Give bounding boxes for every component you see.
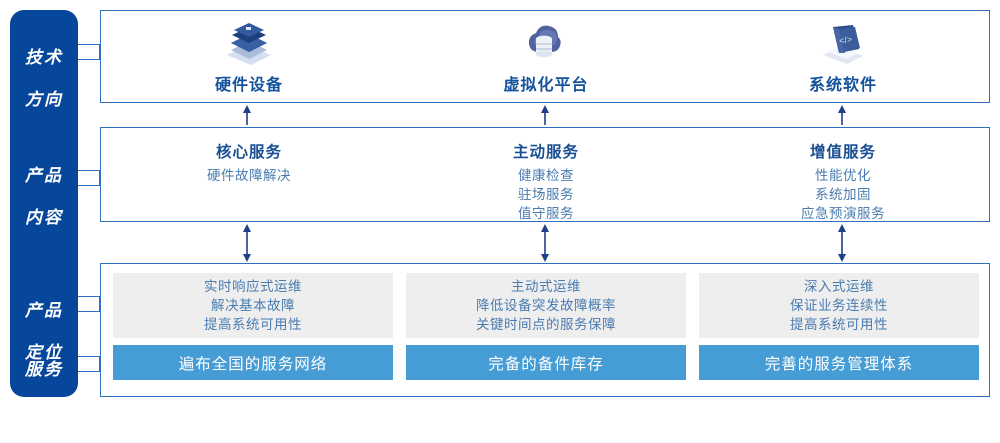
content-column-value-added-service[interactable]: 增值服务 性能优化 系统加固 应急预演服务 bbox=[695, 128, 991, 223]
rail-label-line-1: 产品 bbox=[25, 166, 63, 185]
server-stack-icon bbox=[227, 23, 271, 65]
advantage-bar-spare-parts[interactable]: 完备的备件库存 bbox=[406, 345, 686, 380]
position-line: 解决基本故障 bbox=[211, 298, 295, 313]
connector-advantage-top bbox=[78, 356, 100, 357]
bottom-column-indepth[interactable]: 深入式运维 保证业务连续性 提高系统可用性 完善的服务管理体系 bbox=[699, 273, 979, 380]
rail-label-line-2: 优势 bbox=[25, 402, 63, 421]
content-line: 硬件故障解决 bbox=[207, 168, 291, 183]
arrow-double-virtualization bbox=[541, 224, 549, 262]
content-title-core-service: 核心服务 bbox=[215, 144, 282, 161]
content-line: 系统加固 bbox=[815, 187, 871, 202]
tech-column-system-software[interactable]: </> 系统软件 bbox=[695, 11, 991, 104]
bottom-column-realtime[interactable]: 实时响应式运维 解决基本故障 提高系统可用性 遍布全国的服务网络 bbox=[113, 273, 393, 380]
position-line: 深入式运维 bbox=[804, 279, 874, 294]
rail-label-product-position: 产品 定位 bbox=[10, 279, 78, 384]
rail-label-tech-direction: 技术 方向 bbox=[10, 26, 78, 131]
position-card-indepth: 深入式运维 保证业务连续性 提高系统可用性 bbox=[699, 273, 979, 338]
connector-content-vert bbox=[99, 170, 100, 185]
connector-tech-vert bbox=[99, 44, 100, 59]
rail-label-line-2: 内容 bbox=[25, 208, 63, 227]
content-line: 性能优化 bbox=[815, 168, 871, 183]
content-column-core-service[interactable]: 核心服务 硬件故障解决 bbox=[101, 128, 397, 223]
position-line: 实时响应式运维 bbox=[204, 279, 302, 294]
content-line: 应急预演服务 bbox=[801, 206, 885, 221]
content-line: 值守服务 bbox=[518, 206, 574, 221]
left-rail bbox=[10, 10, 78, 397]
laptop-code-icon: </> bbox=[823, 25, 863, 64]
position-line: 降低设备突发故障概率 bbox=[476, 298, 616, 313]
arrow-up-hardware bbox=[243, 105, 251, 125]
tech-column-hardware[interactable]: 硬件设备 bbox=[101, 11, 397, 104]
position-line: 主动式运维 bbox=[511, 279, 581, 294]
content-line: 驻场服务 bbox=[518, 187, 574, 202]
rail-label-line-2: 方向 bbox=[25, 90, 63, 109]
diagram-root: 技术 方向 产品 内容 产品 定位 服务 优势 bbox=[10, 10, 990, 397]
tech-column-virtualization[interactable]: 虚拟化平台 bbox=[398, 11, 694, 104]
rail-label-line-1: 技术 bbox=[25, 48, 63, 67]
arrow-double-hardware bbox=[243, 224, 251, 262]
rail-label-product-content: 产品 内容 bbox=[10, 144, 78, 249]
advantage-bar-service-network[interactable]: 遍布全国的服务网络 bbox=[113, 345, 393, 380]
position-line: 提高系统可用性 bbox=[790, 317, 888, 332]
tech-label-hardware: 硬件设备 bbox=[214, 77, 283, 94]
position-card-proactive: 主动式运维 降低设备突发故障概率 关键时间点的服务保障 bbox=[406, 273, 686, 338]
connector-position-vert bbox=[99, 296, 100, 311]
position-line: 关键时间点的服务保障 bbox=[476, 317, 616, 332]
cloud-database-icon bbox=[528, 25, 561, 58]
tech-direction-panel: 硬件设备 虚拟化平台 </> 系统软件 bbox=[100, 10, 990, 103]
product-position-panel: 实时响应式运维 解决基本故障 提高系统可用性 遍布全国的服务网络 主动式运维 降… bbox=[100, 263, 990, 397]
rail-label-line-1: 产品 bbox=[25, 301, 63, 320]
arrow-up-virtualization bbox=[541, 105, 549, 125]
rail-label-line-2: 定位 bbox=[25, 343, 63, 362]
connector-advantage-bottom bbox=[78, 371, 100, 372]
tech-label-virtualization: 虚拟化平台 bbox=[503, 77, 589, 94]
product-content-panel: 核心服务 硬件故障解决 主动服务 健康检查 驻场服务 值守服务 增值服务 性能优… bbox=[100, 127, 990, 222]
rail-label-service-advantage: 服务 优势 bbox=[10, 338, 78, 443]
position-card-realtime: 实时响应式运维 解决基本故障 提高系统可用性 bbox=[113, 273, 393, 338]
content-column-active-service[interactable]: 主动服务 健康检查 驻场服务 值守服务 bbox=[398, 128, 694, 223]
arrow-double-system-software bbox=[838, 224, 846, 262]
arrow-up-system-software bbox=[838, 105, 846, 125]
connector-position-bottom bbox=[78, 311, 100, 312]
svg-text:</>: </> bbox=[838, 34, 852, 46]
connector-advantage-vert bbox=[99, 356, 100, 371]
connector-content-bottom bbox=[78, 185, 100, 186]
content-title-value-added-service: 增值服务 bbox=[809, 144, 876, 161]
bottom-column-proactive[interactable]: 主动式运维 降低设备突发故障概率 关键时间点的服务保障 完备的备件库存 bbox=[406, 273, 686, 380]
position-line: 保证业务连续性 bbox=[790, 298, 888, 313]
connector-tech-top bbox=[78, 44, 100, 45]
position-line: 提高系统可用性 bbox=[204, 317, 302, 332]
advantage-bar-management-system[interactable]: 完善的服务管理体系 bbox=[699, 345, 979, 380]
connector-position-top bbox=[78, 296, 100, 297]
connector-content-top bbox=[78, 170, 100, 171]
connector-tech-bottom bbox=[78, 59, 100, 60]
content-line: 健康检查 bbox=[518, 168, 574, 183]
rail-label-line-1: 服务 bbox=[25, 360, 63, 379]
content-title-active-service: 主动服务 bbox=[512, 144, 579, 161]
tech-label-system-software: 系统软件 bbox=[808, 77, 877, 94]
